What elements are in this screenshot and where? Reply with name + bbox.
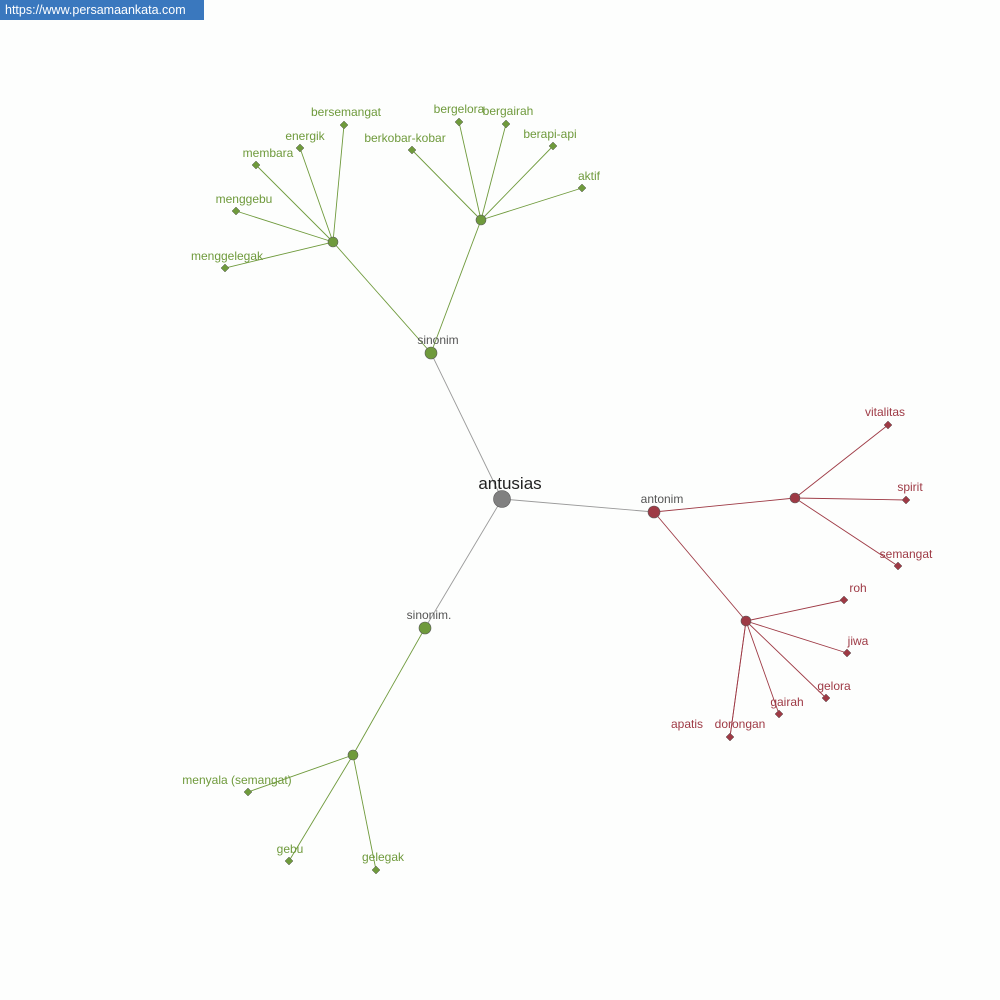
word-node-spirit[interactable]	[901, 495, 911, 505]
word-label-bersemangat: bersemangat	[311, 105, 382, 119]
edge-antonim-2-group-1	[653, 511, 747, 622]
edge-to-menyala-semangat	[247, 754, 354, 793]
word-label-menggebu: menggebu	[216, 192, 273, 206]
edge-root-to-sinonim-1	[424, 498, 503, 629]
edge-to-berapi-api	[480, 145, 554, 221]
group-node-antonim-2-0[interactable]	[789, 492, 801, 504]
word-label-gelegak: gelegak	[362, 850, 405, 864]
edge-to-roh	[745, 599, 845, 622]
word-node-jiwa[interactable]	[842, 648, 852, 658]
graph-edges	[224, 121, 907, 871]
edge-to-berkobar-kobar	[411, 149, 482, 221]
word-node-berapi-api[interactable]	[548, 141, 558, 151]
word-label-vitalitas: vitalitas	[865, 405, 905, 419]
edge-to-gelora	[745, 620, 827, 699]
group-node-sinonim-0-0[interactable]	[327, 236, 339, 248]
word-node-semangat[interactable]	[893, 561, 903, 571]
edge-sinonim-0-group-0	[332, 241, 432, 354]
edge-sinonim-1-group-0	[352, 627, 426, 756]
word-label-bergairah: bergairah	[483, 104, 534, 118]
edge-to-energik	[299, 147, 334, 243]
branch-node-sinonim-0[interactable]	[424, 346, 438, 360]
source-url-badge[interactable]: https://www.persamaankata.com	[0, 0, 204, 20]
word-label-berkobar-kobar: berkobar-kobar	[364, 131, 445, 145]
word-node-membara[interactable]	[251, 160, 261, 170]
word-label-gairah: gairah	[770, 695, 803, 709]
word-node-gelegak[interactable]	[371, 865, 381, 875]
graph-labels: antusias menggelegak menggebu membara energi…	[182, 102, 933, 864]
edge-to-bersemangat	[332, 124, 345, 243]
word-node-gairah[interactable]	[774, 709, 784, 719]
edge-to-menggebu	[235, 210, 334, 243]
word-label-spirit: spirit	[897, 480, 923, 494]
word-node-aktif[interactable]	[577, 183, 587, 193]
word-label-jiwa: jiwa	[847, 634, 869, 648]
edge-to-bergairah	[480, 123, 507, 221]
edge-sinonim-0-group-1	[430, 219, 482, 354]
word-label-energik: energik	[285, 129, 325, 143]
word-node-menggebu[interactable]	[231, 206, 241, 216]
edge-to-membara	[255, 164, 334, 243]
word-node-bergelora[interactable]	[454, 117, 464, 127]
word-label-gebu: gebu	[277, 842, 304, 856]
word-node-bersemangat[interactable]	[339, 120, 349, 130]
word-label-menyala-semangat: menyala (semangat)	[182, 773, 291, 787]
word-label-dorongan: dorongan	[715, 717, 766, 731]
word-label-gelora: gelora	[817, 679, 851, 693]
word-node-gelora[interactable]	[821, 693, 831, 703]
edge-to-gelegak	[352, 754, 377, 871]
word-label-bergelora: bergelora	[434, 102, 485, 116]
group-node-sinonim-0-1[interactable]	[475, 214, 487, 226]
word-label-aktif: aktif	[578, 169, 601, 183]
root-word-node[interactable]	[493, 490, 511, 508]
edge-to-semangat	[794, 497, 899, 567]
word-node-gebu[interactable]	[284, 856, 294, 866]
word-label-semangat: semangat	[880, 547, 933, 561]
edge-to-aktif	[480, 187, 583, 221]
branch-label-sinonim-0: sinonim	[417, 333, 458, 347]
word-label-roh: roh	[849, 581, 866, 595]
edge-to-menggelegak	[224, 241, 334, 269]
edge-to-vitalitas	[794, 424, 889, 499]
word-label-menggelegak: menggelegak	[191, 249, 264, 263]
word-node-menyala-semangat[interactable]	[243, 787, 253, 797]
edge-to-jiwa	[745, 620, 848, 654]
branch-node-antonim-2[interactable]	[647, 505, 661, 519]
word-label-berapi-api: berapi-api	[523, 127, 576, 141]
word-node-bergairah[interactable]	[501, 119, 511, 129]
graph-nodes	[220, 117, 911, 875]
edge-root-to-sinonim-0	[430, 352, 503, 500]
edge-to-bergelora	[458, 121, 482, 221]
word-node-energik[interactable]	[295, 143, 305, 153]
edge-root-to-antonim-2	[501, 498, 655, 513]
word-node-berkobar-kobar[interactable]	[407, 145, 417, 155]
group-node-sinonim-1-0[interactable]	[347, 749, 359, 761]
word-node-menggelegak[interactable]	[220, 263, 230, 273]
edge-to-apatis	[729, 620, 747, 738]
word-node-apatis[interactable]	[725, 732, 735, 742]
edge-to-spirit	[794, 497, 907, 501]
edge-to-gebu	[288, 754, 354, 862]
group-node-antonim-2-1[interactable]	[740, 615, 752, 627]
branch-node-sinonim-1[interactable]	[418, 621, 432, 635]
edge-antonim-2-group-0	[653, 497, 796, 513]
branch-label-antonim-2: antonim	[641, 492, 684, 506]
word-label-membara: membara	[243, 146, 294, 160]
word-node-vitalitas[interactable]	[883, 420, 893, 430]
word-label-apatis: apatis	[671, 717, 703, 731]
root-word-label: antusias	[478, 474, 541, 493]
word-node-roh[interactable]	[839, 595, 849, 605]
branch-label-sinonim-1: sinonim.	[407, 608, 452, 622]
edge-to-gairah	[745, 620, 780, 715]
